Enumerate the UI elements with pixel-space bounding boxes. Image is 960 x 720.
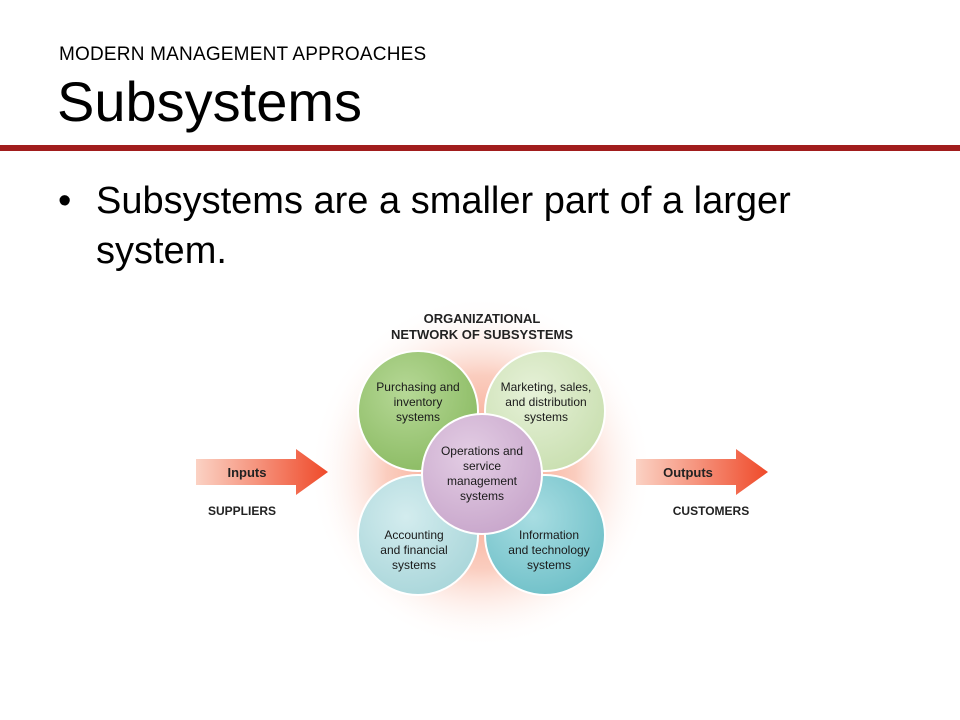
outputs-label: Outputs — [663, 465, 713, 480]
svg-text:and financial: and financial — [380, 543, 447, 557]
customers-label: CUSTOMERS — [673, 504, 749, 518]
svg-text:management: management — [447, 474, 518, 488]
inputs-arrow: Inputs — [196, 449, 328, 495]
svg-text:systems: systems — [527, 558, 571, 572]
diagram-heading-line2: NETWORK OF SUBSYSTEMS — [391, 327, 573, 342]
inputs-label: Inputs — [228, 465, 267, 480]
svg-text:service: service — [463, 459, 501, 473]
svg-text:systems: systems — [392, 558, 436, 572]
title-divider — [0, 145, 960, 151]
svg-text:and technology: and technology — [508, 543, 589, 557]
operations-subsystem: Operations and service management system… — [421, 413, 543, 535]
bullet-point: • Subsystems are a smaller part of a lar… — [58, 176, 898, 276]
svg-text:systems: systems — [524, 410, 568, 424]
bullet-dot-icon: • — [58, 180, 72, 222]
suppliers-label: SUPPLIERS — [208, 504, 276, 518]
svg-text:and distribution: and distribution — [505, 395, 586, 409]
svg-text:systems: systems — [396, 410, 440, 424]
outputs-arrow: Outputs — [636, 449, 768, 495]
svg-text:Information: Information — [519, 528, 579, 542]
svg-text:inventory: inventory — [394, 395, 443, 409]
svg-text:systems: systems — [460, 489, 504, 503]
bullet-text: Subsystems are a smaller part of a large… — [96, 180, 791, 272]
diagram-heading-line1: ORGANIZATIONAL — [424, 311, 541, 326]
svg-text:Operations and: Operations and — [441, 444, 523, 458]
section-kicker: MODERN MANAGEMENT APPROACHES — [59, 44, 427, 65]
svg-text:Marketing, sales,: Marketing, sales, — [501, 380, 592, 394]
slide-title: Subsystems — [57, 70, 362, 133]
svg-text:Accounting: Accounting — [384, 528, 443, 542]
svg-text:Purchasing and: Purchasing and — [376, 380, 459, 394]
